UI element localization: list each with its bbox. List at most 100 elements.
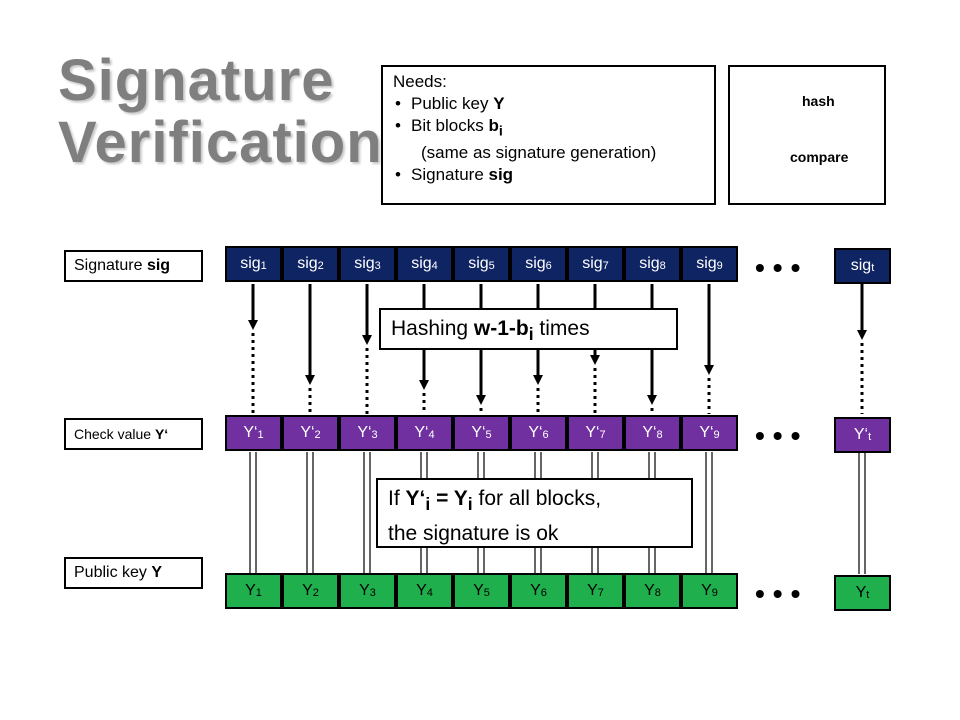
needs-item-sub: i <box>498 123 503 140</box>
block-index: 6 <box>542 429 549 441</box>
title-line-1: Signature <box>58 48 335 113</box>
needs-item-text: Signature <box>411 165 489 185</box>
block-label: Y <box>701 582 712 599</box>
public-key-block-8: Y8 <box>624 573 681 609</box>
hashing-callout: Hashing w-1-bi times <box>379 308 678 350</box>
signature-block-6: sig6 <box>510 246 567 282</box>
check-value-block-4: Y‘4 <box>396 415 453 451</box>
check-value-block-6: Y‘6 <box>510 415 567 451</box>
block-index: 3 <box>371 429 378 441</box>
needs-item-bold: Y <box>493 94 505 113</box>
signature-block-4: sig4 <box>396 246 453 282</box>
block-index: 7 <box>599 429 606 441</box>
block-index: t <box>866 589 870 601</box>
row-label-text: Check value <box>74 426 155 442</box>
public-row-label: Public key Y <box>64 557 203 589</box>
row-label-text: Signature <box>74 257 147 274</box>
public-key-block-4: Y4 <box>396 573 453 609</box>
block-index: 5 <box>488 260 495 272</box>
needs-item-bit-blocks: Bit blocks bi <box>393 115 704 142</box>
block-label: sig <box>639 255 660 272</box>
needs-item-public-key: Public key Y <box>393 93 704 115</box>
check-value-block-8: Y‘8 <box>624 415 681 451</box>
block-index: 6 <box>545 260 552 272</box>
signature-block-5: sig5 <box>453 246 510 282</box>
signature-block-8: sig8 <box>624 246 681 282</box>
block-index: 3 <box>374 260 381 272</box>
block-index: 2 <box>317 260 324 272</box>
public-key-block-3: Y3 <box>339 573 396 609</box>
block-label: Y <box>245 582 256 599</box>
signature-block-1: sig1 <box>225 246 282 282</box>
block-label: sig <box>240 255 261 272</box>
block-label: Y‘ <box>642 424 657 441</box>
public-key-block-9: Y9 <box>681 573 738 609</box>
block-index: 9 <box>711 587 718 599</box>
block-index: 1 <box>257 429 264 441</box>
block-label: Y‘ <box>300 424 315 441</box>
block-label: sig <box>297 255 318 272</box>
needs-item-note: (same as signature generation) <box>421 143 657 163</box>
signature-block-3: sig3 <box>339 246 396 282</box>
compare-sub: i <box>467 494 473 515</box>
needs-list-2: Signature sig <box>393 164 704 186</box>
hashing-suffix: times <box>533 317 590 340</box>
block-label: Y‘ <box>471 424 486 441</box>
needs-item-text: Public key <box>411 94 494 113</box>
block-index: 8 <box>656 429 663 441</box>
hashing-prefix: Hashing <box>391 317 474 340</box>
needs-list: Public key Y Bit blocks bi <box>393 93 704 142</box>
public-key-block-2: Y2 <box>282 573 339 609</box>
compare-line-1: If Y‘i = Yi for all blocks, <box>388 484 681 519</box>
block-index: 8 <box>654 587 661 599</box>
block-index: 2 <box>314 429 321 441</box>
legend-box: hash compare <box>728 65 886 205</box>
block-index: t <box>871 262 875 274</box>
block-index: 6 <box>540 587 547 599</box>
public-ellipsis: ••• <box>755 578 809 609</box>
needs-item-text: Bit blocks <box>411 116 489 135</box>
check-row-label: Check value Y‘ <box>64 418 203 450</box>
block-index: 9 <box>716 260 723 272</box>
block-label: Y <box>473 582 484 599</box>
check-value-block-9: Y‘9 <box>681 415 738 451</box>
signature-block-7: sig7 <box>567 246 624 282</box>
public-key-block-5: Y5 <box>453 573 510 609</box>
compare-sub: i <box>425 494 431 515</box>
check-value-block-3: Y‘3 <box>339 415 396 451</box>
block-label: Y‘ <box>528 424 543 441</box>
block-label: Y‘ <box>357 424 372 441</box>
block-label: Y <box>644 582 655 599</box>
block-label: sig <box>525 255 546 272</box>
check-value-block-7: Y‘7 <box>567 415 624 451</box>
compare-y: = Y <box>430 487 468 510</box>
block-index: 7 <box>597 587 604 599</box>
compare-text: If <box>388 487 406 510</box>
compare-line-2: the signature is ok <box>388 522 559 546</box>
block-index: 2 <box>312 587 319 599</box>
block-label: sig <box>354 255 375 272</box>
legend-compare-label: compare <box>790 149 849 165</box>
check-value-block-t: Y‘t <box>834 417 891 453</box>
check-value-block-1: Y‘1 <box>225 415 282 451</box>
row-label-bold: sig <box>146 257 171 274</box>
public-key-block-7: Y7 <box>567 573 624 609</box>
check-ellipsis: ••• <box>755 420 809 451</box>
compare-y-prime: Y‘ <box>405 487 426 510</box>
needs-heading: Needs: <box>393 72 447 91</box>
check-value-block-2: Y‘2 <box>282 415 339 451</box>
signature-row-label: Signature sig <box>64 250 203 282</box>
row-label-text: Public key <box>74 564 152 581</box>
title-line-2: Verification <box>58 110 383 175</box>
row-label-bold: Y‘ <box>154 426 169 442</box>
public-key-block-t: Yt <box>834 575 891 611</box>
signature-block-9: sig9 <box>681 246 738 282</box>
signature-block-t: sigt <box>834 248 891 284</box>
block-label: sig <box>411 255 432 272</box>
block-index: 4 <box>426 587 433 599</box>
block-label: Y <box>302 582 313 599</box>
block-index: 4 <box>428 429 435 441</box>
page-title: Signature Verification <box>58 50 383 174</box>
block-index: 7 <box>602 260 609 272</box>
check-value-block-5: Y‘5 <box>453 415 510 451</box>
